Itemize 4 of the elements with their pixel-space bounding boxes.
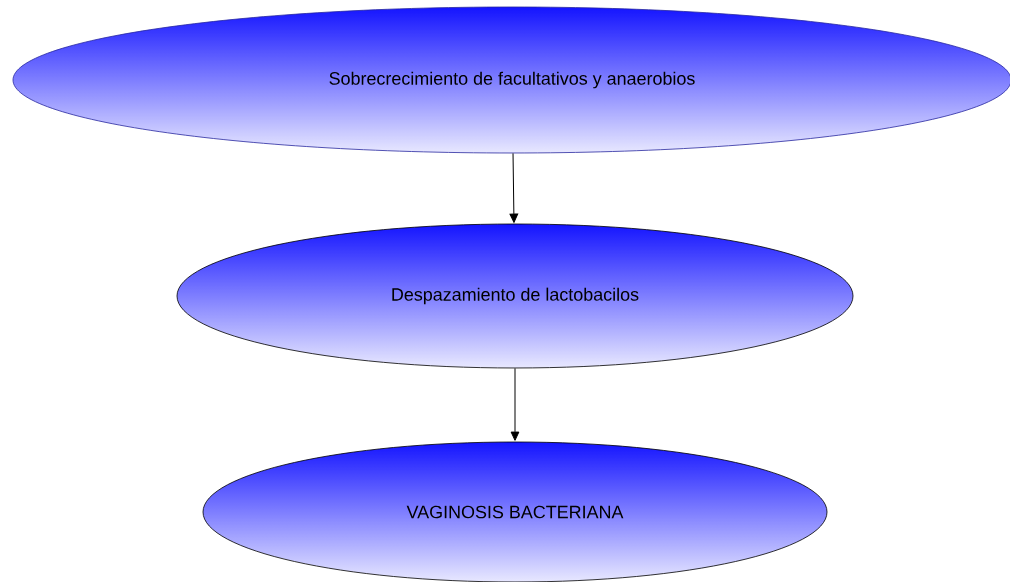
arrow bbox=[509, 152, 519, 223]
ellipse-node: Despazamiento de lactobacilos bbox=[176, 223, 854, 369]
arrow bbox=[510, 367, 520, 441]
ellipse-node: VAGINOSIS BACTERIANA bbox=[202, 441, 828, 582]
